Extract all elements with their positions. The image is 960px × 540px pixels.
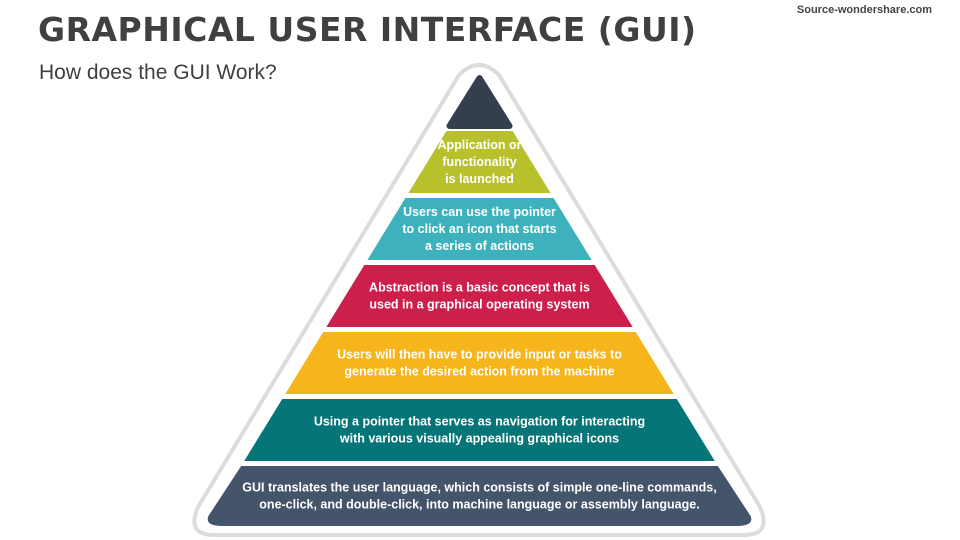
- pyramid-level-7-line: one-click, and double-click, into machin…: [259, 498, 699, 512]
- pyramid-level-1: [446, 75, 513, 129]
- pyramid-level-3: [367, 198, 592, 260]
- pyramid-level-4-line: Abstraction is a basic concept that is: [369, 281, 590, 295]
- pyramid-level-2-text: Application or functionality is launched: [437, 138, 521, 186]
- pyramid-level-2-line: is launched: [445, 172, 514, 186]
- page-title: GRAPHICAL USER INTERFACE (GUI): [38, 10, 697, 49]
- pyramid-level-3-line: to click an icon that starts: [402, 222, 556, 236]
- pyramid-level-3-line: Users can use the pointer: [403, 205, 556, 219]
- pyramid-level-5-line: Users will then have to provide input or…: [337, 348, 622, 362]
- pyramid-level-5-text: Users will then have to provide input or…: [337, 348, 622, 379]
- pyramid-level-4: [326, 265, 633, 327]
- pyramid-level-7: [207, 466, 752, 526]
- page-subtitle: How does the GUI Work?: [39, 61, 277, 84]
- pyramid-level-5-line: generate the desired action from the mac…: [344, 365, 614, 379]
- pyramid-level-6: [244, 399, 715, 461]
- pyramid-level-4-text: Abstraction is a basic concept that is us…: [369, 281, 590, 312]
- source-credit: Source-wondershare.com: [796, 4, 932, 16]
- pyramid-level-6-line: Using a pointer that serves as navigatio…: [314, 415, 645, 429]
- pyramid-level-2-line: Application or: [437, 138, 521, 152]
- pyramid-level-3-text: Users can use the pointer to click an ico…: [402, 205, 556, 253]
- pyramid-level-2: [408, 131, 551, 193]
- pyramid-level-6-line: with various visually appealing graphica…: [339, 432, 619, 446]
- pyramid-level-3-line: a series of actions: [425, 239, 534, 253]
- pyramid-level-7-line: GUI translates the user language, which …: [242, 481, 716, 495]
- pyramid-level-7-text: GUI translates the user language, which …: [242, 481, 716, 512]
- pyramid-level-4-line: used in a graphical operating system: [369, 298, 589, 312]
- pyramid-level-6-text: Using a pointer that serves as navigatio…: [314, 415, 645, 446]
- pyramid-level-2-line: functionality: [442, 155, 516, 169]
- pyramid-level-5: [285, 332, 674, 394]
